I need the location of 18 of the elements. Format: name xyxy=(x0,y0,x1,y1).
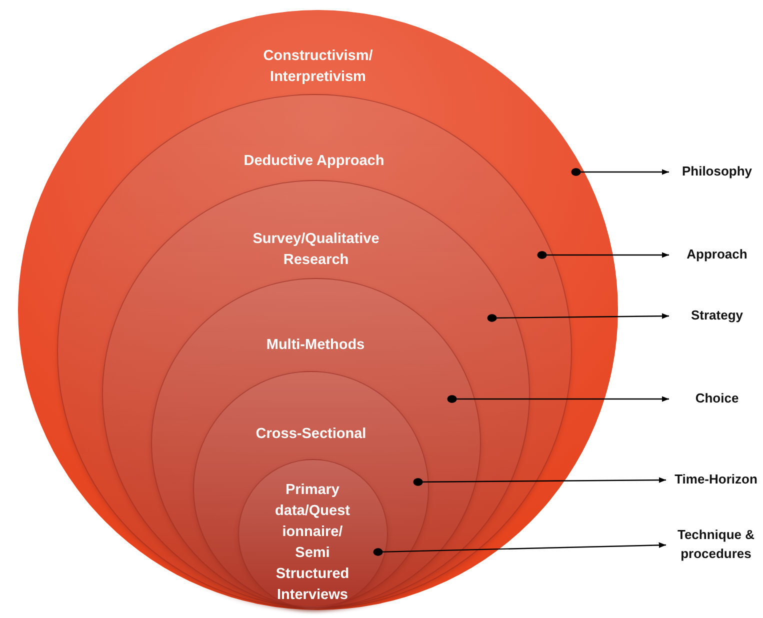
arrow xyxy=(571,168,669,176)
arrow xyxy=(537,251,669,259)
circle-label: Deductive Approach xyxy=(242,152,386,170)
arrow xyxy=(373,542,666,556)
circle-label: Cross-Sectional xyxy=(254,425,368,444)
circle-label: Primary data/Quest ionnaire/ Semi Structured Interviews xyxy=(274,480,351,605)
layer-label: Approach xyxy=(672,246,762,264)
layer-label: Philosophy xyxy=(672,162,762,182)
arrow xyxy=(413,477,666,486)
circle-label: Constructivism/ Interpretivism xyxy=(262,47,374,88)
layer-label: Time-Horizon xyxy=(669,470,763,490)
layer-label: Choice xyxy=(672,390,762,408)
circle-label: Survey/Qualitative Research xyxy=(252,230,380,270)
arrow xyxy=(487,313,669,322)
layer-label: Technique & procedures xyxy=(669,526,763,564)
layer-label: Strategy xyxy=(672,306,762,326)
circle-label: Multi-Methods xyxy=(265,336,366,354)
arrow xyxy=(447,395,669,403)
